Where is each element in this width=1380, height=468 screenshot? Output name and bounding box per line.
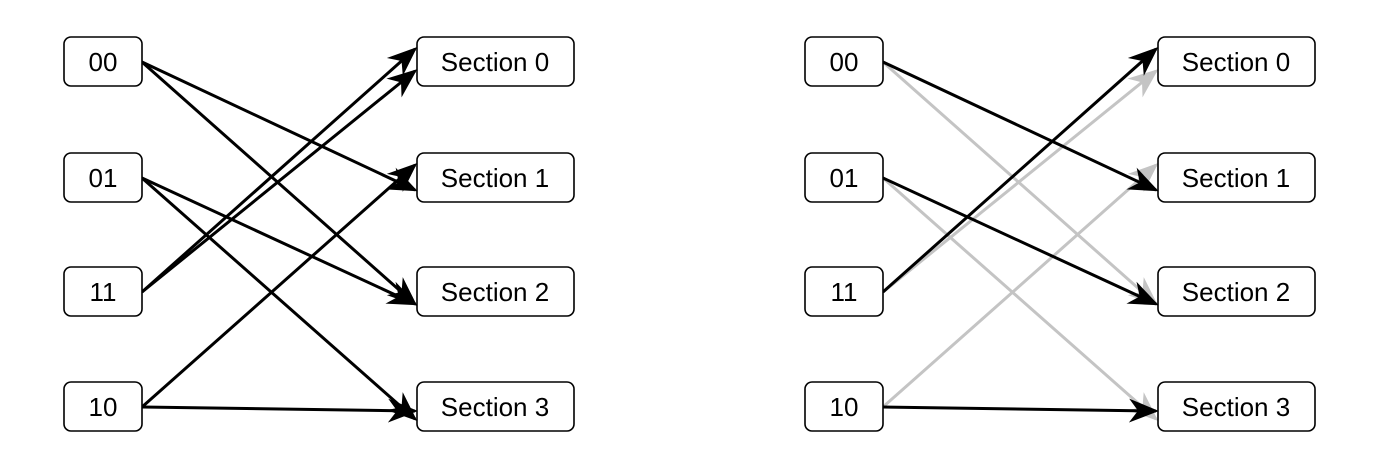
section-label: Section 0 <box>1182 47 1290 77</box>
input-node-01: 01 <box>63 152 143 203</box>
section-node-1: Section 1 <box>416 152 575 203</box>
section-node-3: Section 3 <box>1157 381 1316 432</box>
input-node-10: 10 <box>804 381 884 432</box>
input-node-10: 10 <box>63 381 143 432</box>
section-label: Section 1 <box>441 163 549 193</box>
diagram-right: 00 01 11 10 Section 0 Section 1 Section … <box>804 36 1316 432</box>
input-label: 11 <box>831 277 858 307</box>
edge-arrow-10-to-section-3 <box>141 398 418 423</box>
edge-arrow-00-to-section-1 <box>882 60 1159 192</box>
input-label: 01 <box>830 163 859 193</box>
edge-arrow-01-to-section-2 <box>882 176 1159 306</box>
edge-arrow-00-to-section-1 <box>141 60 418 192</box>
section-node-0: Section 0 <box>416 36 575 87</box>
input-label: 00 <box>830 47 859 77</box>
input-label: 00 <box>89 47 118 77</box>
edge-arrow-01-to-section-3 <box>141 176 418 421</box>
edges-right <box>882 47 1159 423</box>
section-node-1: Section 1 <box>1157 152 1316 203</box>
edge-arrow-01-to-section-3 <box>882 176 1159 421</box>
input-node-01: 01 <box>804 152 884 203</box>
input-node-00: 00 <box>804 36 884 87</box>
edge-arrow-10-to-section-1 <box>882 163 1159 409</box>
edge-arrow-10-to-section-1 <box>141 163 418 409</box>
edge-arrow-00-to-section-2 <box>882 60 1159 306</box>
edge-arrow-01-to-section-2 <box>141 176 418 306</box>
section-label: Section 3 <box>441 392 549 422</box>
input-label: 10 <box>89 392 118 422</box>
edge-arrow-11-to-section-0 <box>141 69 418 294</box>
diagram-left: 00 01 11 10 Section 0 Section 1 Section … <box>63 36 575 432</box>
edge-arrow-11-to-section-0 <box>882 47 1159 294</box>
input-node-11: 11 <box>804 266 884 317</box>
input-node-00: 00 <box>63 36 143 87</box>
input-label: 10 <box>830 392 859 422</box>
edge-arrow-10-to-section-3 <box>882 398 1159 423</box>
section-label: Section 2 <box>1182 277 1290 307</box>
section-label: Section 2 <box>441 277 549 307</box>
input-label: 01 <box>89 163 118 193</box>
section-node-2: Section 2 <box>416 266 575 317</box>
section-label: Section 1 <box>1182 163 1290 193</box>
section-node-0: Section 0 <box>1157 36 1316 87</box>
section-label: Section 0 <box>441 47 549 77</box>
input-node-11: 11 <box>63 266 143 317</box>
edge-arrow-11-to-section-0 <box>141 47 418 294</box>
input-label: 11 <box>90 277 117 307</box>
section-label: Section 3 <box>1182 392 1290 422</box>
edges-left <box>141 47 418 423</box>
section-node-2: Section 2 <box>1157 266 1316 317</box>
section-node-3: Section 3 <box>416 381 575 432</box>
